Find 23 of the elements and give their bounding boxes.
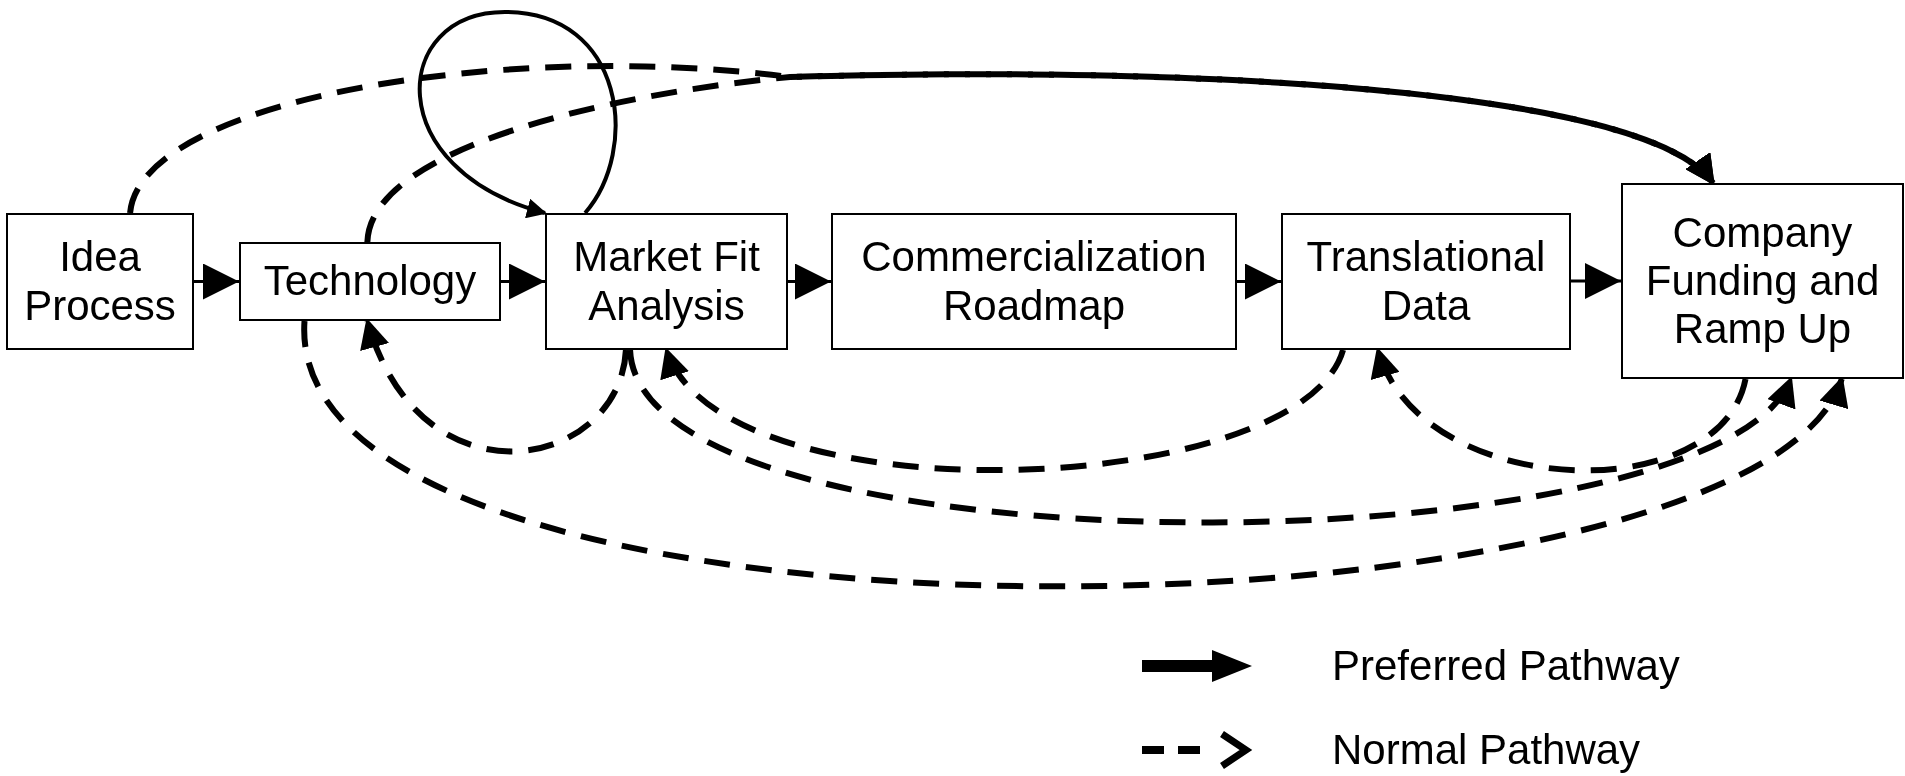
process-box <box>239 242 501 321</box>
process-box <box>1281 213 1571 350</box>
box-label: Market Fit Analysis <box>572 233 761 330</box>
arrow <box>788 263 831 300</box>
box-label: Idea Process <box>23 233 177 330</box>
arrow <box>501 263 545 300</box>
arrow <box>1571 263 1621 299</box>
arrow <box>418 10 618 217</box>
box-label: Company Funding and Ramp Up <box>1644 208 1881 354</box>
box-label: Commercialization Roadmap <box>860 233 1208 330</box>
arrow <box>301 320 1845 590</box>
box-label: Translational Data <box>1305 233 1547 330</box>
legend-label: Preferred Pathway <box>1332 645 1680 687</box>
box-label: Technology <box>263 257 477 306</box>
process-box <box>1621 183 1904 379</box>
legend-label: Normal Pathway <box>1332 729 1641 771</box>
arrow <box>1237 263 1281 300</box>
process-box <box>6 213 194 350</box>
arrow <box>364 71 1716 243</box>
process-box <box>831 213 1237 350</box>
arrow <box>194 263 239 300</box>
process-box <box>545 213 788 350</box>
arrow <box>127 63 1716 214</box>
